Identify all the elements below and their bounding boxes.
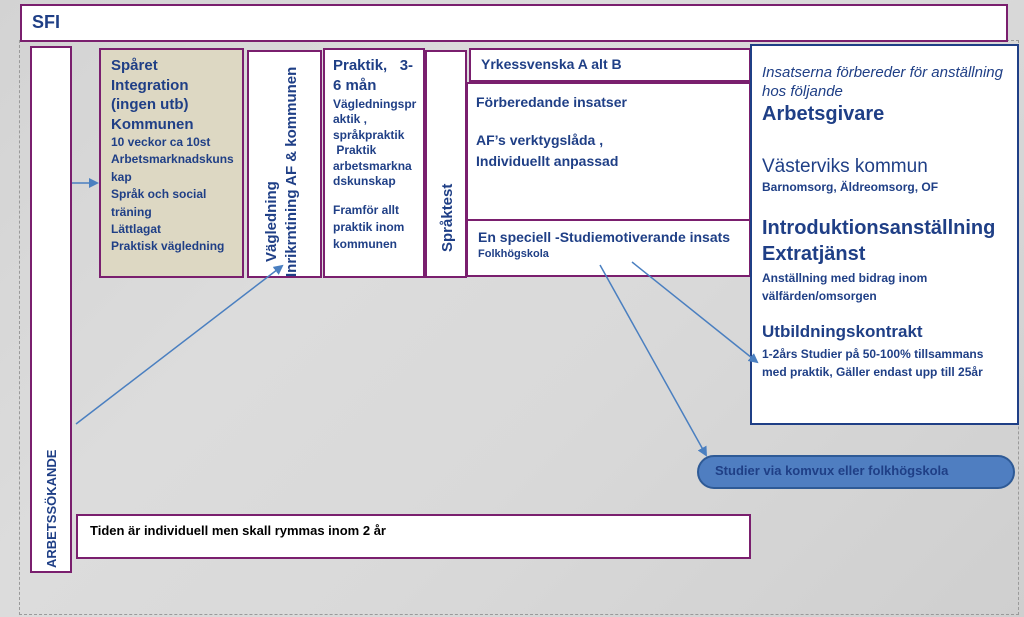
praktik-box: Praktik, 3- 6 mån Vägledningspr aktik , … [323,48,425,278]
tiden-box: Tiden är individuell men skall rymmas in… [76,514,751,559]
sparet-integration-box: Spåret Integration (ingen utb) Kommunen … [99,48,244,278]
praktik-detail-line: dskunskap [333,174,396,189]
utbildningskontrakt-heading: Utbildningskontrakt [762,322,923,342]
sparet-detail-line: Praktisk vägledning [111,239,225,254]
sfi-label: SFI [32,12,61,32]
arbetsgivare-heading: Arbetsgivare [762,102,885,125]
vasterviks-sub: Barnomsorg, Äldreomsorg, OF [762,180,939,195]
intro-text: Insatserna förbereder för anställning ho… [762,64,1003,100]
sparet-detail-line: kap [111,169,132,184]
arrow-to-studier [599,264,707,457]
forberedande-title: Förberedande insatser [476,94,627,110]
sparet-detail-line: träning [111,204,152,219]
speciell-title: En speciell -Studiemotiverande insats [478,229,731,245]
studier-label: Studier via komvux eller folkhögskola [715,463,949,478]
studier-oval: Studier via komvux eller folkhögskola [697,455,1015,489]
forberedande-line2: Individuellt anpassad [476,152,619,169]
arrow-to-vagledning [75,264,284,425]
praktik-detail-line: Vägledningspr [333,96,417,111]
praktik-framfor: Framför allt praktik inom kommunen [333,202,415,252]
yrkessvenska-box: Yrkessvenska A alt B [469,48,751,82]
praktik-details: Vägledningspr aktik , språkpraktik Prakt… [333,96,417,191]
anstallning-sub: Anställning med bidrag inom välfärden/om… [762,271,928,304]
sparet-details: 10 veckor ca 10st Arbetsmarknadskuns kap… [111,134,234,256]
praktik-framfor-line: kommunen [333,236,398,251]
forberedande-box: Förberedande insatser AF’s verktygslåda … [466,82,751,222]
arbetssokande-box: ARBETSSÖKANDE [30,46,72,573]
yrkessvenska-label: Yrkessvenska A alt B [481,56,622,72]
forberedande-line1: AF’s verktygslåda , [476,132,604,149]
sparet-detail-line: Lättlagat [111,221,162,236]
praktik-heading-line: 6 mån [333,77,377,95]
sfi-box: SFI [20,4,1008,42]
sparet-detail-line: 10 veckor ca 10st [111,135,211,149]
introduktion-heading: Introduktionsanställning Extratjänst [762,215,1007,267]
praktik-detail-line: språkpraktik [333,127,405,142]
arrow-to-utbildningskontrakt [631,261,759,364]
introduktionsanstallning-label: Introduktionsanställning [762,217,996,240]
sparet-detail-line: Språk och social [111,187,207,202]
extratjanst-label: Extratjänst [762,243,866,266]
sparet-detail-line: Arbetsmarknadskuns [111,152,234,167]
praktik-heading: Praktik, 3- 6 mån [333,56,415,97]
speciell-box: En speciell -Studiemotiverande insats Fo… [466,219,751,277]
praktik-detail-line: arbetsmarkna [333,158,412,173]
utbildningskontrakt-sub: 1-2års Studier på 50-100% tillsammans me… [762,346,984,379]
spraktest-box: Språktest [425,50,467,278]
sparet-heading-line: Integration [111,76,189,94]
sparet-heading: Spåret Integration (ingen utb) Kommunen [111,56,232,134]
arbetsgivare-box: Insatserna förbereder för anställning ho… [750,44,1019,425]
sparet-heading-line: Spåret [111,57,158,74]
praktik-heading-line: Praktik, 3- [333,57,414,74]
vasterviks-heading: Västerviks kommun [762,155,928,177]
vagledning-box: Vägledning Inrikrntining AF & kommunen [247,50,322,278]
sparet-heading-line: (ingen utb) [111,96,189,113]
praktik-framfor-line: praktik inom [333,219,405,234]
praktik-detail-line: aktik , [333,112,368,127]
speciell-sub: Folkhögskola [478,248,549,260]
praktik-framfor-line: Framför allt [333,203,400,218]
praktik-detail-line: Praktik [333,143,377,158]
sparet-heading-line: Kommunen [111,115,194,133]
tiden-label: Tiden är individuell men skall rymmas in… [90,523,386,538]
